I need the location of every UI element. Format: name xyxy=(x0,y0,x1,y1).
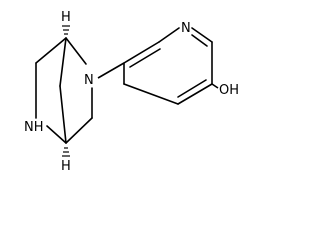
stereo-hash-top xyxy=(62,25,70,35)
bond-c1-c7 xyxy=(59,37,67,87)
bond-c3-c2 xyxy=(123,41,160,64)
bond-n-c1 xyxy=(65,37,87,65)
atom-label-ring-nh: NH xyxy=(24,120,44,135)
stereo-hash-bottom xyxy=(62,147,70,157)
bond-c7-c4 xyxy=(59,85,67,144)
atom-label-stereo-h-top: H xyxy=(61,10,71,25)
bond-c5-c4-double xyxy=(177,79,207,98)
bond-c2-n1 xyxy=(158,27,180,43)
atom-label-stereo-h-bottom: H xyxy=(61,159,71,174)
atom-label-amine-n: N xyxy=(84,73,94,88)
bond-aryl-n xyxy=(97,62,125,79)
bond-ch2-c4 xyxy=(65,117,93,144)
bond-c5-oh xyxy=(211,83,219,89)
pyridine-ring xyxy=(123,27,213,105)
bond-n1-c6-double xyxy=(191,34,208,47)
bond-nh-c4 xyxy=(46,125,67,144)
atom-label-pyridine-n: N xyxy=(181,21,191,36)
atom-label-hydroxyl: OH xyxy=(219,83,239,98)
bicyclic-ring xyxy=(35,37,93,144)
molecule-structure: N N NH OH H H xyxy=(24,10,239,174)
bond-n1-c6 xyxy=(191,27,213,43)
bond-c5-c4 xyxy=(177,83,213,105)
molecule-figure: N N NH OH H H xyxy=(24,10,239,174)
bond-c3-c2-double xyxy=(129,48,161,68)
bond-c1-ch2-left xyxy=(35,37,67,64)
bond-c4-c3 xyxy=(123,83,179,105)
